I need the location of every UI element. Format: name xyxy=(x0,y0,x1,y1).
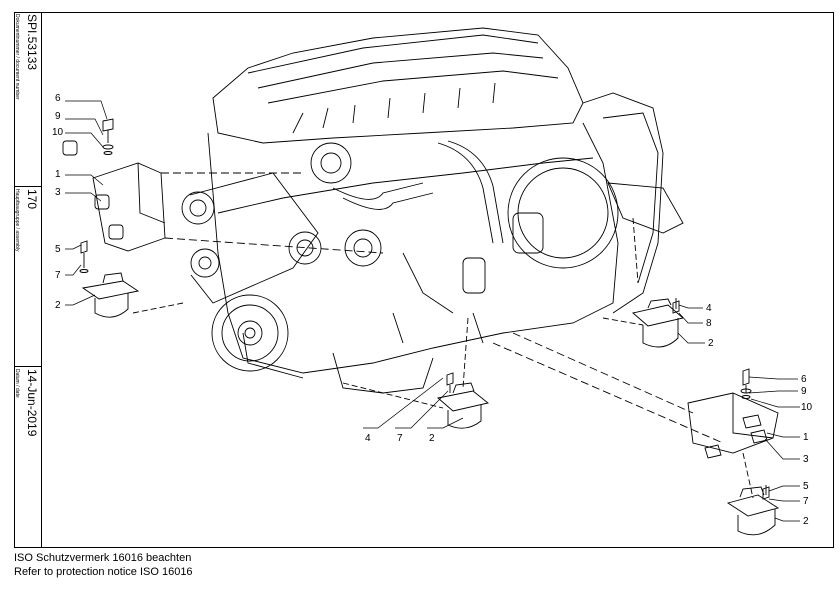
mount-set-front-left xyxy=(62,118,384,318)
callout-5-d: 5 xyxy=(803,481,809,492)
assembly-cell: Hauptbaugruppe / assembly 170 xyxy=(14,187,41,367)
callout-4-c: 4 xyxy=(365,433,371,444)
callout-2-b: 2 xyxy=(708,338,714,349)
assembly-number: 170 xyxy=(25,189,39,210)
callout-6-a: 6 xyxy=(55,93,61,104)
callout-9-a: 9 xyxy=(55,111,61,122)
callout-2-a: 2 xyxy=(55,300,61,311)
protection-notice: ISO Schutzvermerk 16016 beachten Refer t… xyxy=(14,551,193,579)
callout-5-a: 5 xyxy=(55,244,61,255)
doc-number-label: Dokumentnummer / document number xyxy=(14,14,20,100)
callout-8-b: 8 xyxy=(706,318,712,329)
exploded-engine-diagram: 6 9 10 1 3 5 7 2 4 8 2 4 7 2 6 9 10 1 3 … xyxy=(52,27,813,536)
callout-1-d: 1 xyxy=(803,432,809,443)
callout-labels: 6 9 10 1 3 5 7 2 4 8 2 4 7 2 6 9 10 1 3 … xyxy=(52,93,813,527)
mount-set-bottom-middle xyxy=(342,317,490,429)
protection-notice-german: ISO Schutzvermerk 16016 beachten xyxy=(14,552,192,564)
doc-number-cell: Dokumentnummer / document number SPI.531… xyxy=(14,12,41,187)
callout-7-d: 7 xyxy=(803,496,809,507)
callout-7-a: 7 xyxy=(55,270,61,281)
callout-10-d: 10 xyxy=(801,402,813,413)
callout-3-d: 3 xyxy=(803,454,809,465)
callout-7-c: 7 xyxy=(397,433,403,444)
assembly-label: Hauptbaugruppe / assembly xyxy=(14,189,20,252)
drawing-frame xyxy=(14,12,834,548)
doc-number: SPI.53133 xyxy=(25,14,39,71)
mount-set-lower-right xyxy=(492,332,780,536)
callout-2-d: 2 xyxy=(803,516,809,527)
title-block-sidebar: Dokumentnummer / document number SPI.531… xyxy=(14,12,42,548)
callout-1-a: 1 xyxy=(55,169,61,180)
date-value: 14-Jun-2019 xyxy=(25,369,39,437)
callout-6-d: 6 xyxy=(801,374,807,385)
callout-10-a: 10 xyxy=(52,127,64,138)
callout-9-d: 9 xyxy=(801,386,807,397)
engine-block xyxy=(181,27,664,394)
callout-2-c: 2 xyxy=(429,433,435,444)
date-label: Datum / date xyxy=(14,369,20,398)
leader-lines xyxy=(65,100,800,522)
protection-notice-english: Refer to protection notice ISO 16016 xyxy=(14,566,193,578)
mount-set-rear-right xyxy=(602,182,684,348)
callout-3-a: 3 xyxy=(55,187,61,198)
date-cell: Datum / date 14-Jun-2019 xyxy=(14,367,41,548)
callout-4-b: 4 xyxy=(706,303,712,314)
